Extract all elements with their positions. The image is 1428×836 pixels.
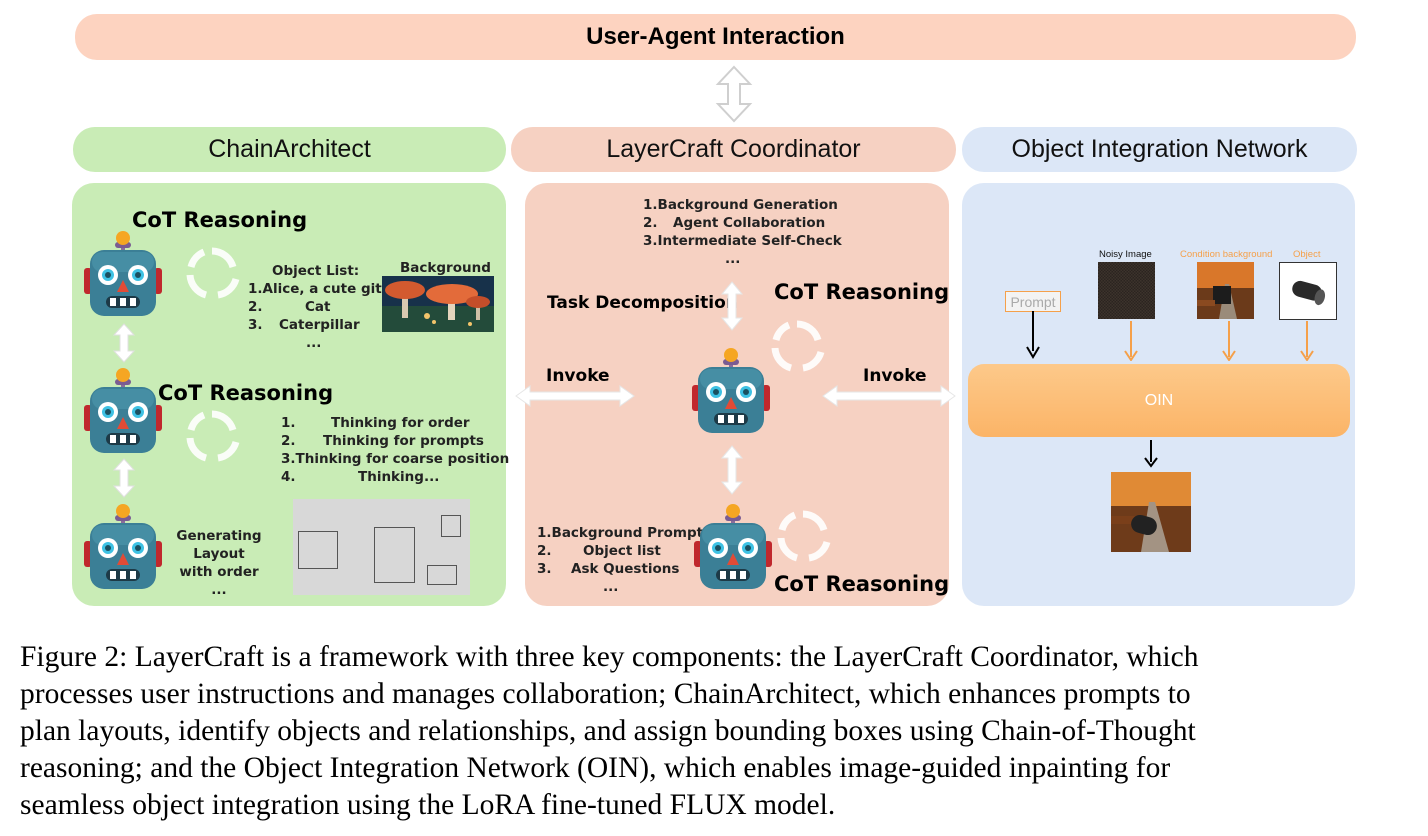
prompt-box: Prompt bbox=[1005, 291, 1061, 312]
object-label: Object bbox=[1293, 249, 1321, 260]
coordinator-header: LayerCraft Coordinator bbox=[511, 127, 956, 172]
invoke-left-label: Invoke bbox=[546, 366, 610, 386]
cycle-arrows-icon bbox=[184, 408, 240, 464]
user-agent-interaction-title: User-Agent Interaction bbox=[586, 23, 845, 50]
coordinator-cot-label-top: CoT Reasoning bbox=[774, 280, 950, 304]
list-item: 2.Object list bbox=[537, 543, 661, 559]
list-item: 1.Background Prompt bbox=[537, 525, 704, 541]
prompt-label: Prompt bbox=[1010, 293, 1056, 310]
cycle-arrows-icon bbox=[775, 508, 831, 564]
horizontal-double-arrow-icon bbox=[821, 384, 957, 408]
oin-label: OIN bbox=[1144, 391, 1174, 409]
list-item: 3.Ask Questions bbox=[537, 561, 680, 577]
condition-background-label: Condition background bbox=[1180, 249, 1273, 260]
caption-line: seamless object integration using the Lo… bbox=[20, 789, 836, 821]
object-list: Object List: 1.Alice, a cute git 2.Cat 3… bbox=[248, 263, 382, 351]
background-label: Background bbox=[400, 260, 491, 276]
chain-architect-header: ChainArchitect bbox=[73, 127, 506, 172]
vertical-double-arrow-icon bbox=[720, 444, 744, 496]
caption-line: reasoning; and the Object Integration Ne… bbox=[20, 752, 1171, 784]
result-image bbox=[1111, 472, 1191, 552]
caption-line: processes user instructions and manages … bbox=[20, 678, 1191, 710]
object-list-title: Object List: bbox=[272, 263, 360, 279]
list-item: 1.Alice, a cute git bbox=[248, 281, 382, 297]
noisy-image bbox=[1098, 262, 1155, 319]
coordinator-title: LayerCraft Coordinator bbox=[606, 135, 861, 163]
cycle-arrows-icon bbox=[184, 245, 240, 301]
chain-architect-title: ChainArchitect bbox=[208, 135, 371, 163]
down-arrow-icon bbox=[1025, 311, 1041, 359]
object-image bbox=[1279, 262, 1337, 320]
chain-cot-label-1: CoT Reasoning bbox=[132, 208, 308, 232]
robot-icon bbox=[82, 230, 164, 318]
oin-title: Object Integration Network bbox=[1011, 135, 1308, 163]
chain-cot-label-2: CoT Reasoning bbox=[158, 381, 334, 405]
condition-background-image bbox=[1197, 262, 1254, 319]
mushroom-background-image bbox=[382, 276, 494, 332]
coordinator-bottom-list: 1.Background Prompt 2.Object list 3.Ask … bbox=[537, 525, 704, 595]
user-agent-interaction-bar: User-Agent Interaction bbox=[75, 14, 1356, 60]
caption-line: Figure 2: LayerCraft is a framework with… bbox=[20, 641, 1199, 673]
vertical-double-arrow-icon bbox=[112, 322, 136, 364]
horizontal-double-arrow-icon bbox=[514, 384, 636, 408]
task-decomposition-label: Task Decomposition bbox=[547, 293, 738, 313]
list-item: 2.Agent Collaboration bbox=[643, 215, 826, 231]
coordinator-steps: 1.Background Generation 2.Agent Collabor… bbox=[643, 197, 842, 267]
thinking-list: 1.Thinking for order 2.Thinking for prom… bbox=[281, 414, 510, 486]
cycle-arrows-icon bbox=[769, 318, 825, 374]
list-item: 2.Thinking for prompts bbox=[281, 433, 484, 449]
list-item: 4.Thinking... bbox=[281, 469, 440, 485]
list-item: 3.Thinking for coarse position bbox=[281, 451, 510, 467]
down-arrow-icon bbox=[1221, 321, 1237, 361]
list-item: 3.Caterpillar bbox=[248, 317, 360, 333]
list-item: 3.Intermediate Self-Check bbox=[643, 233, 842, 249]
list-item: 1.Background Generation bbox=[643, 197, 838, 213]
figure-caption: Figure 2: LayerCraft is a framework with… bbox=[20, 639, 1415, 824]
vertical-double-arrow-icon bbox=[714, 64, 754, 124]
generating-layout-text: Generating Layout with order ... bbox=[176, 528, 262, 598]
list-item: 2.Cat bbox=[248, 299, 331, 315]
vertical-double-arrow-icon bbox=[112, 457, 136, 499]
caption-line: plan layouts, identify objects and relat… bbox=[20, 715, 1196, 747]
oin-header: Object Integration Network bbox=[962, 127, 1357, 172]
noisy-image-label: Noisy Image bbox=[1099, 249, 1152, 260]
vertical-double-arrow-icon bbox=[720, 280, 744, 332]
down-arrow-icon bbox=[1299, 321, 1315, 361]
robot-icon bbox=[82, 503, 164, 591]
down-arrow-icon bbox=[1123, 321, 1139, 361]
robot-icon bbox=[82, 367, 164, 455]
down-arrow-icon bbox=[1143, 440, 1159, 468]
robot-icon bbox=[690, 347, 772, 435]
layout-canvas-thumbnail bbox=[293, 499, 470, 595]
robot-icon bbox=[692, 503, 774, 591]
oin-block: OIN bbox=[968, 364, 1350, 437]
coordinator-cot-label-bottom: CoT Reasoning bbox=[774, 572, 950, 596]
list-item: 1.Thinking for order bbox=[281, 415, 470, 431]
invoke-right-label: Invoke bbox=[863, 366, 927, 386]
